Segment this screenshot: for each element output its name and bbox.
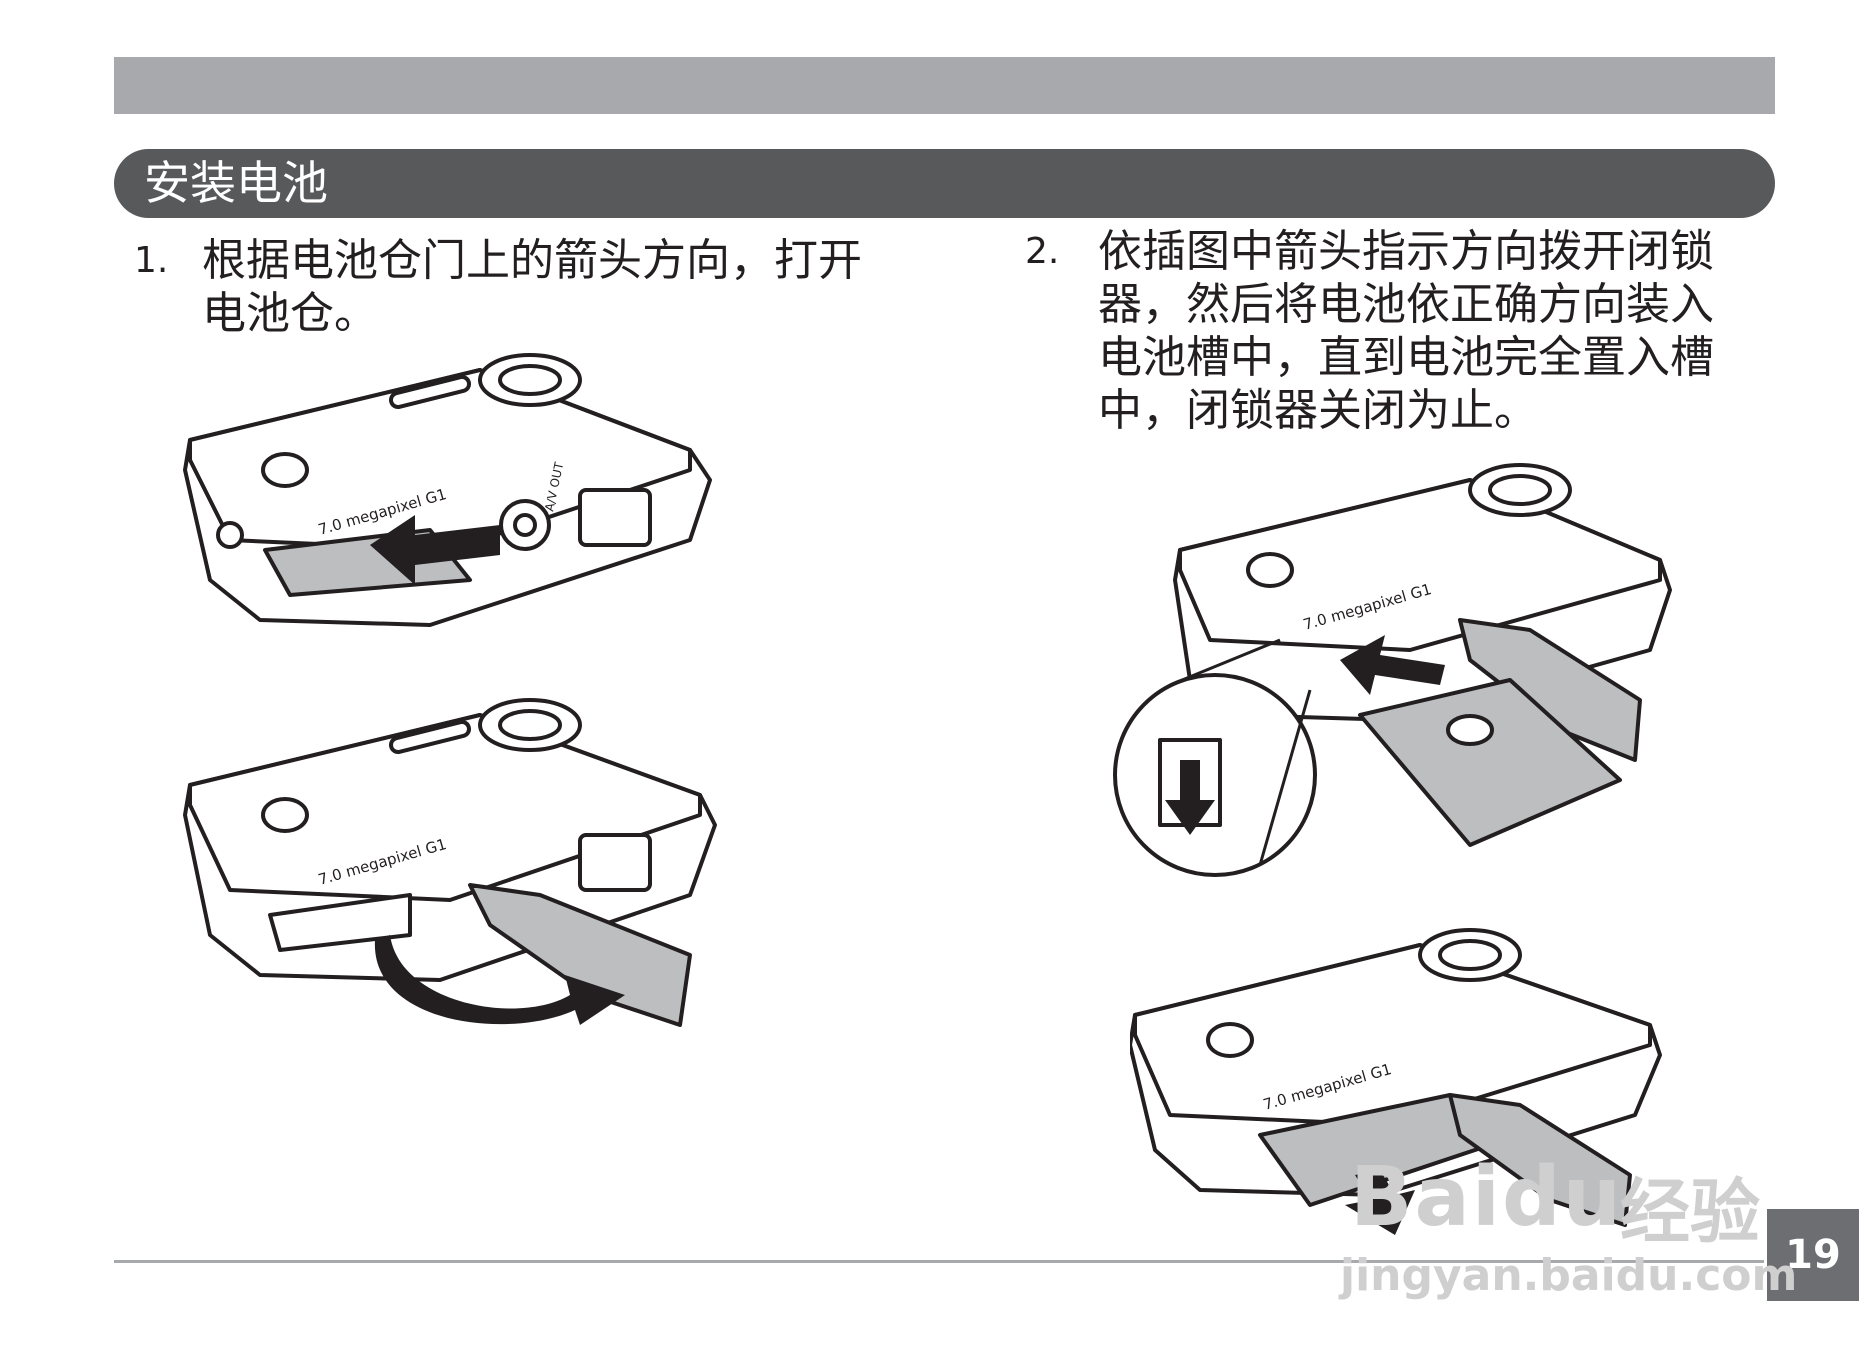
left-arrow-icon: [370, 515, 500, 585]
figure-insert-battery: 7.0 megapixel G1: [1113, 463, 1672, 877]
watermark-url: jingyan.baidu.com: [1340, 1250, 1798, 1301]
step-text: 依插图中箭头指示方向拨开闭锁器，然后将电池依正确方向装入电池槽中，直到电池完全置…: [1098, 226, 1714, 436]
down-arrow-icon: [1165, 760, 1215, 835]
step-number: 1.: [134, 240, 169, 281]
inward-arrow-icon: [1345, 1170, 1415, 1235]
figure-battery-inserted: 7.0 megapixel G1: [1130, 928, 1662, 1235]
step-text: 根据电池仓门上的箭头方向，打开电池仓。: [202, 235, 862, 339]
page-number-box: 19: [1767, 1209, 1859, 1301]
curved-arrow-icon: [374, 935, 625, 1025]
footer-line: [114, 1260, 1764, 1263]
section-title: 安装电池: [144, 156, 328, 210]
figure-door-swung-open: 7.0 megapixel G1: [183, 698, 717, 1027]
page-number: 19: [1785, 1232, 1841, 1278]
step-1: 1. 根据电池仓门上的箭头方向，打开电池仓。: [134, 234, 914, 340]
section-header: 安装电池: [114, 149, 1775, 218]
up-arrow-icon: [1340, 635, 1445, 695]
step-number: 2.: [1025, 231, 1060, 272]
figure-open-door-slide: 7.0 megapixel G1 A/V OUT: [183, 353, 712, 627]
top-bar: [114, 57, 1775, 114]
step-2: 2. 依插图中箭头指示方向拨开闭锁器，然后将电池依正确方向装入电池槽中，直到电池…: [1025, 225, 1755, 437]
